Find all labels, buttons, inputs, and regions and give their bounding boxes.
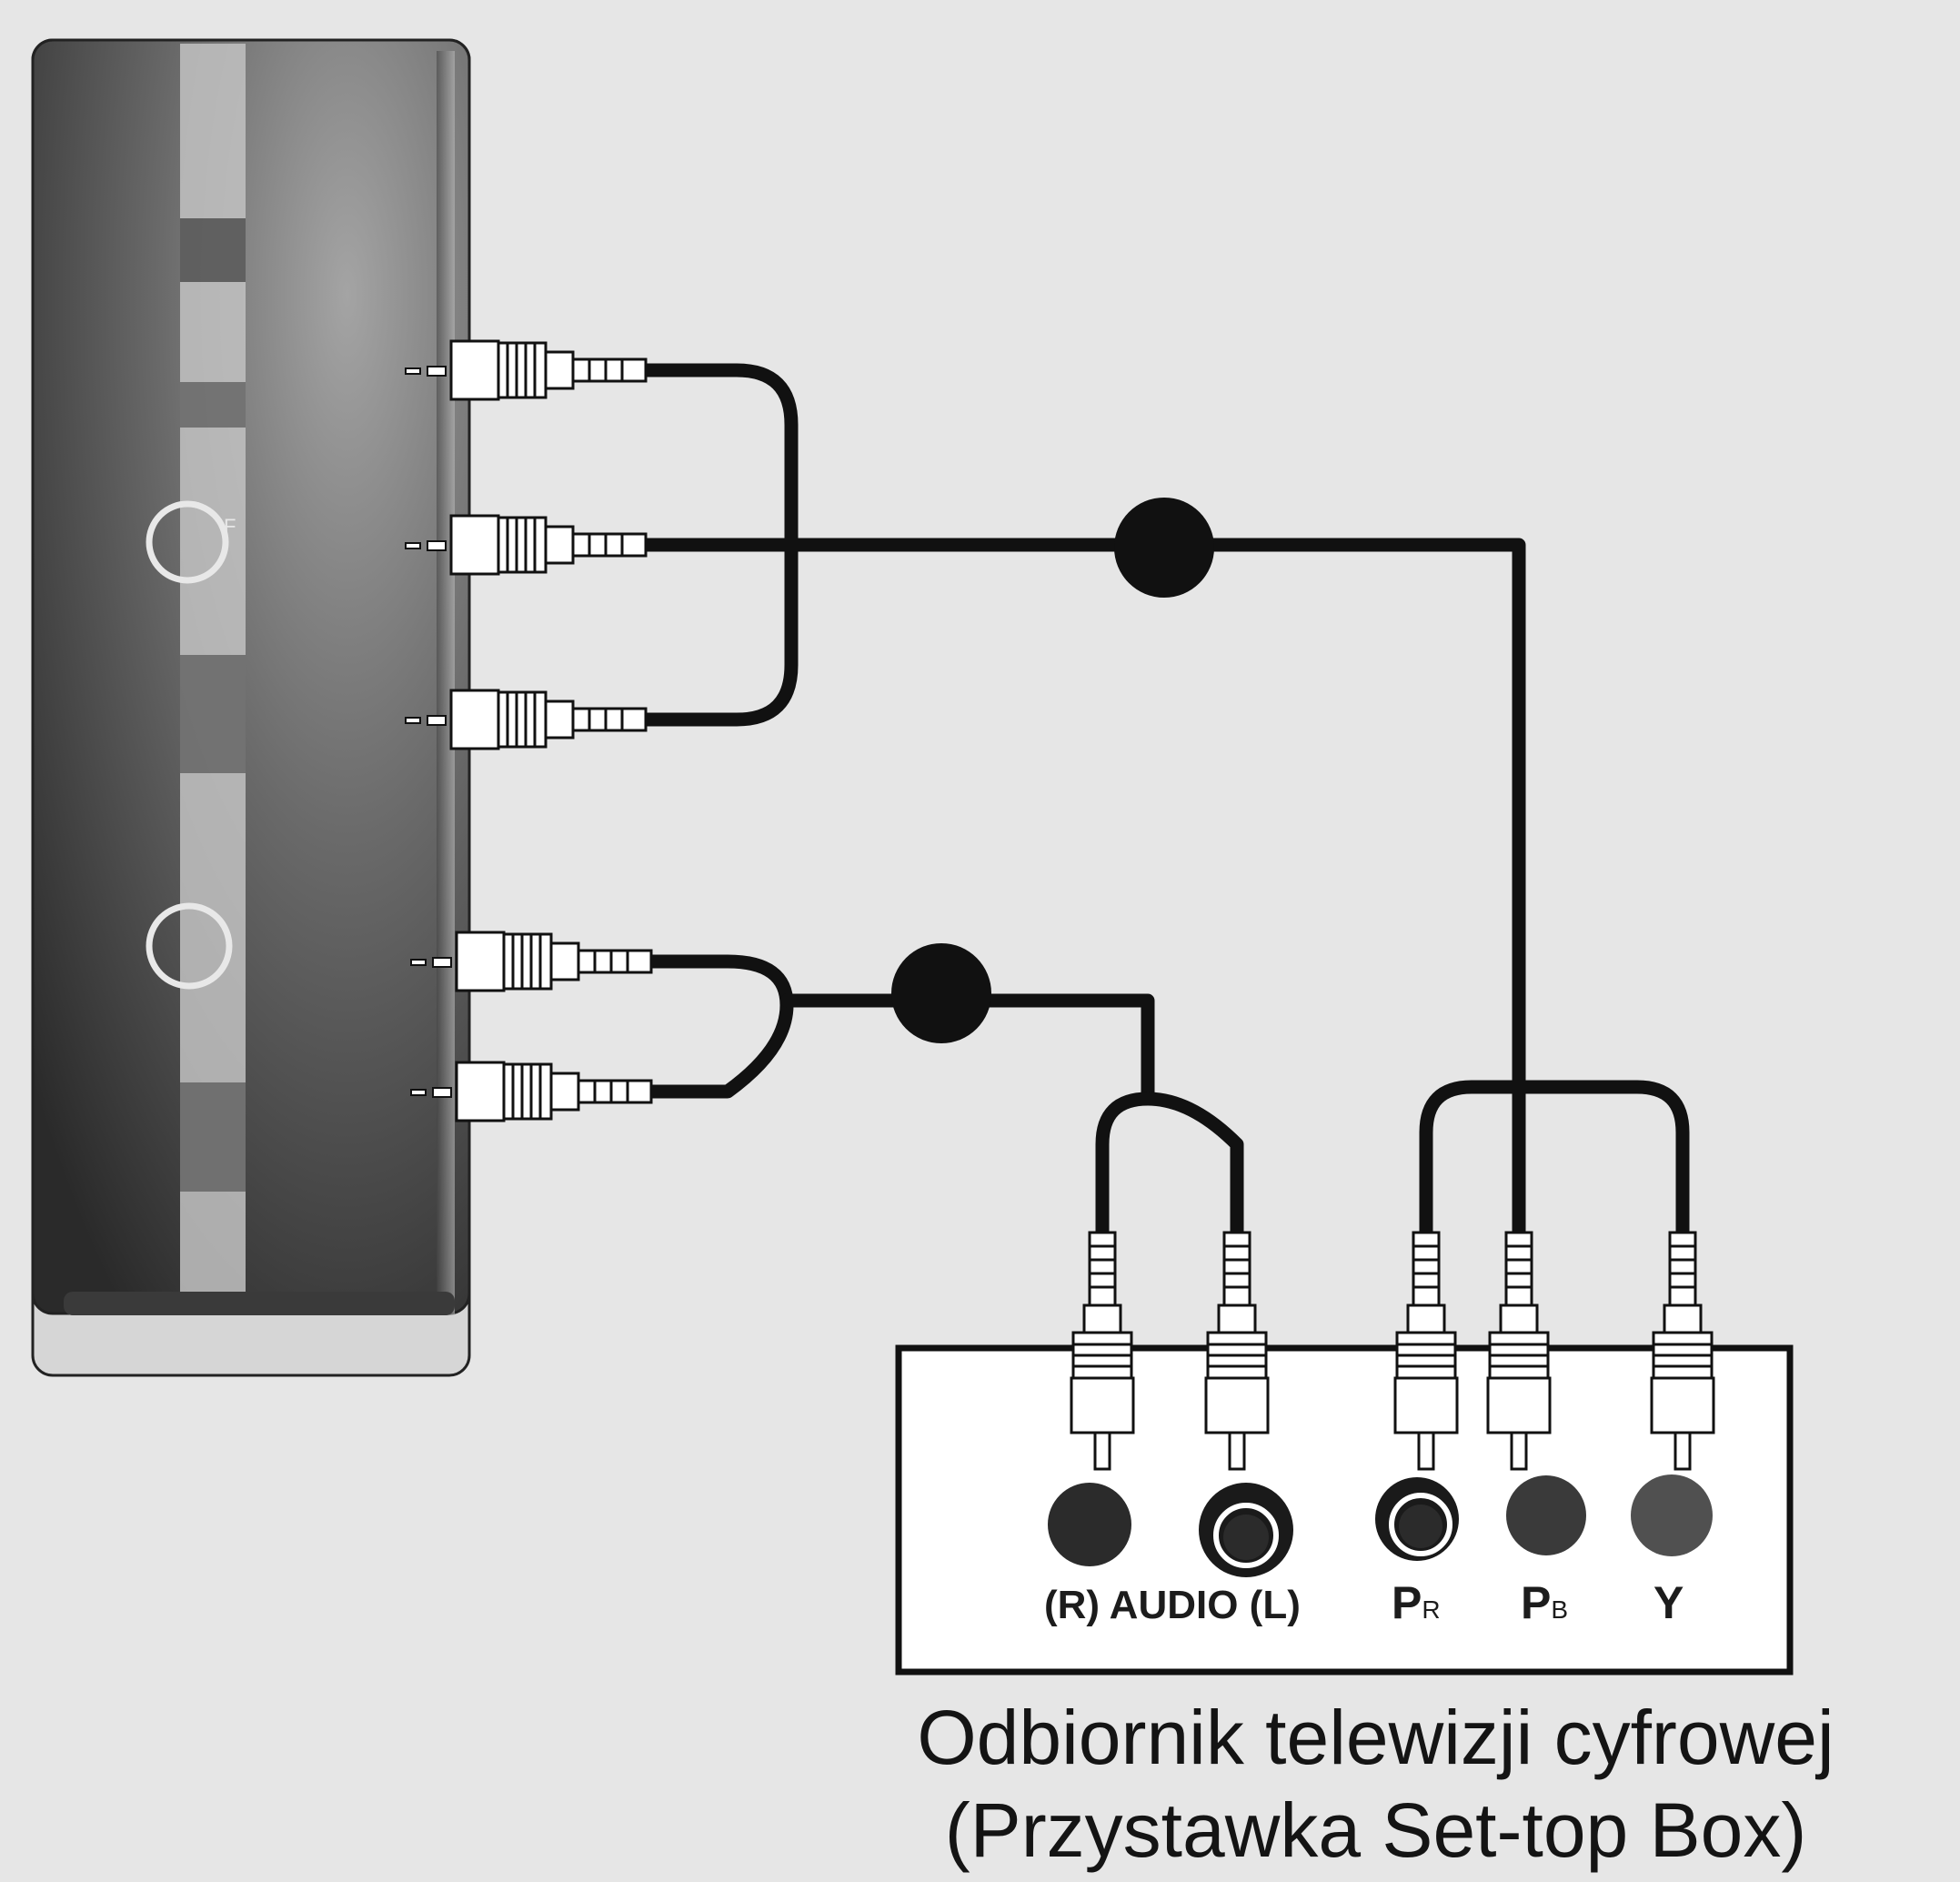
device-caption-line-1: Odbiornik telewizji cyfrowej [917, 1695, 1834, 1780]
rca-plug-audio-top [410, 931, 653, 992]
rca-plug-pr [1393, 1231, 1459, 1471]
rca-plug-video-bottom [405, 689, 648, 750]
label-audio: (R) AUDIO (L) [1044, 1583, 1301, 1627]
rca-plug-pb [1486, 1231, 1552, 1471]
label-pb: PB [1521, 1577, 1568, 1628]
rca-plug-audio-bottom [410, 1061, 653, 1122]
ring-connector-icon: F [146, 500, 236, 584]
jack-audio-l [1199, 1483, 1293, 1577]
device-caption-line-2: (Przystawka Set-top Box) [944, 1787, 1807, 1873]
rca-plug-audio-r [1070, 1231, 1135, 1471]
rca-plug-y [1650, 1231, 1715, 1471]
tv-rear-panel: F [31, 38, 471, 1377]
label-y: Y [1653, 1577, 1684, 1628]
ring-connector-icon [146, 902, 233, 990]
cable-bundle-node [891, 943, 991, 1043]
rca-plug-audio-l [1204, 1231, 1270, 1471]
jack-pr [1375, 1477, 1459, 1561]
component-video-cable [638, 363, 1690, 1240]
label-pr: PR [1392, 1577, 1441, 1628]
jack-audio-r [1048, 1483, 1131, 1566]
cable-bundle-node [1114, 498, 1214, 598]
rca-plug-video-middle [405, 514, 648, 576]
svg-text:F: F [224, 515, 236, 538]
jack-pb [1506, 1475, 1586, 1555]
jack-y [1631, 1474, 1713, 1556]
rca-plug-video-top [405, 339, 648, 401]
